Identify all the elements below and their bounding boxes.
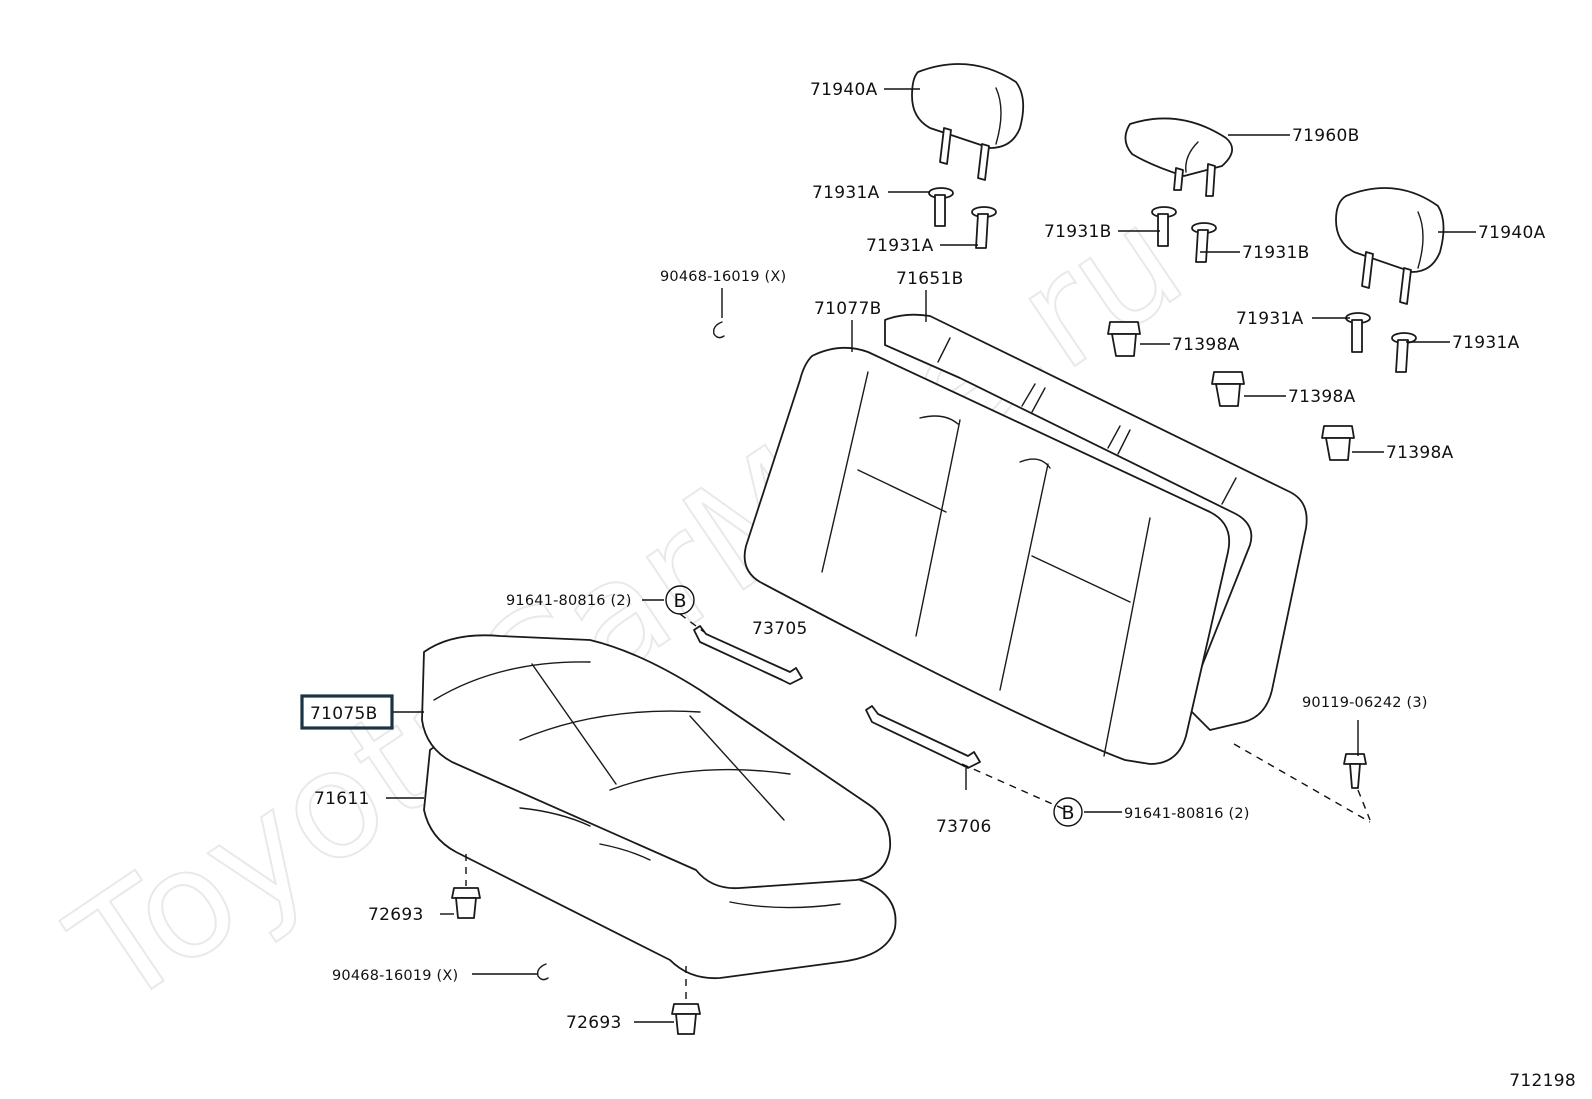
figure-number: 712198 (1509, 1071, 1576, 1091)
callout-circle-upper (665, 585, 695, 615)
seat-back-pad (884, 313, 1308, 731)
highlight-box (300, 694, 394, 730)
support-peg (1345, 312, 1371, 353)
label-support-arm-1: 71931B (1044, 222, 1112, 242)
support-peg (1151, 206, 1177, 247)
label-back-pad: 71651B (896, 269, 964, 289)
dashed-guides (465, 613, 1371, 1002)
seat-back-hook-lower (865, 705, 981, 769)
label-headrest-center: 71940A (810, 80, 878, 100)
guide (1107, 321, 1141, 357)
support-peg (1191, 222, 1217, 263)
label-support-arm-2: 71931B (1242, 243, 1310, 263)
label-guide-2: 71398A (1288, 387, 1356, 407)
seat-back-cover (743, 346, 1231, 765)
label-support-center-2: 71931A (866, 236, 934, 256)
seat-cushion-cover (421, 634, 891, 890)
label-hog-ring-bottom: 90468-16019 (X) (332, 968, 458, 984)
label-hook-lower: 73706 (936, 817, 992, 837)
headrest-supports (928, 187, 1417, 373)
part-labels: 71940A 71931A 71931A 71960B 71931B 71931… (310, 80, 1546, 1033)
headrest-center (911, 63, 1025, 181)
bolt (1343, 753, 1367, 789)
label-headrest-right: 71940A (1478, 223, 1546, 243)
seat-cushion-assembly (421, 634, 897, 980)
headrest-guides (1107, 321, 1355, 461)
callout-letter-upper: B (673, 590, 686, 612)
callout-letter-lower: B (1061, 802, 1074, 824)
label-cushion-pad: 71611 (314, 789, 370, 809)
cushion-clip-bottom (671, 1003, 701, 1035)
headrest-armrest (1124, 117, 1233, 197)
label-support-right-1: 71931A (1236, 309, 1304, 329)
label-clip-left: 72693 (368, 905, 424, 925)
guide (1321, 425, 1355, 461)
callout-circle-lower (1053, 797, 1083, 827)
label-bolt-right: 90119-06242 (3) (1302, 695, 1428, 711)
label-cushion-cover: 71075B (310, 704, 378, 724)
seat-back-assembly (743, 313, 1308, 765)
hog-ring-bottom (536, 963, 549, 981)
label-bolt-b-upper: 91641-80816 (2) (506, 593, 632, 609)
hog-ring-top (712, 321, 725, 339)
label-support-center-1: 71931A (812, 183, 880, 203)
label-guide-3: 71398A (1386, 443, 1454, 463)
headrest-right (1335, 187, 1445, 305)
support-peg (928, 187, 954, 227)
label-bolt-b-lower: 91641-80816 (2) (1124, 806, 1250, 822)
label-clip-bottom: 72693 (566, 1013, 622, 1033)
support-peg (971, 206, 997, 249)
support-peg (1391, 332, 1417, 373)
cushion-clip-left (451, 887, 481, 919)
label-hog-ring-top: 90468-16019 (X) (660, 269, 786, 285)
leader-lines (386, 88, 1476, 1023)
label-guide-1: 71398A (1172, 335, 1240, 355)
seat-back-hook-upper (693, 625, 803, 685)
label-hook-upper: 73705 (752, 619, 808, 639)
label-back-cover: 71077B (814, 299, 882, 319)
label-support-right-2: 71931A (1452, 333, 1520, 353)
guide (1211, 371, 1245, 407)
label-headrest-armrest: 71960B (1292, 126, 1360, 146)
